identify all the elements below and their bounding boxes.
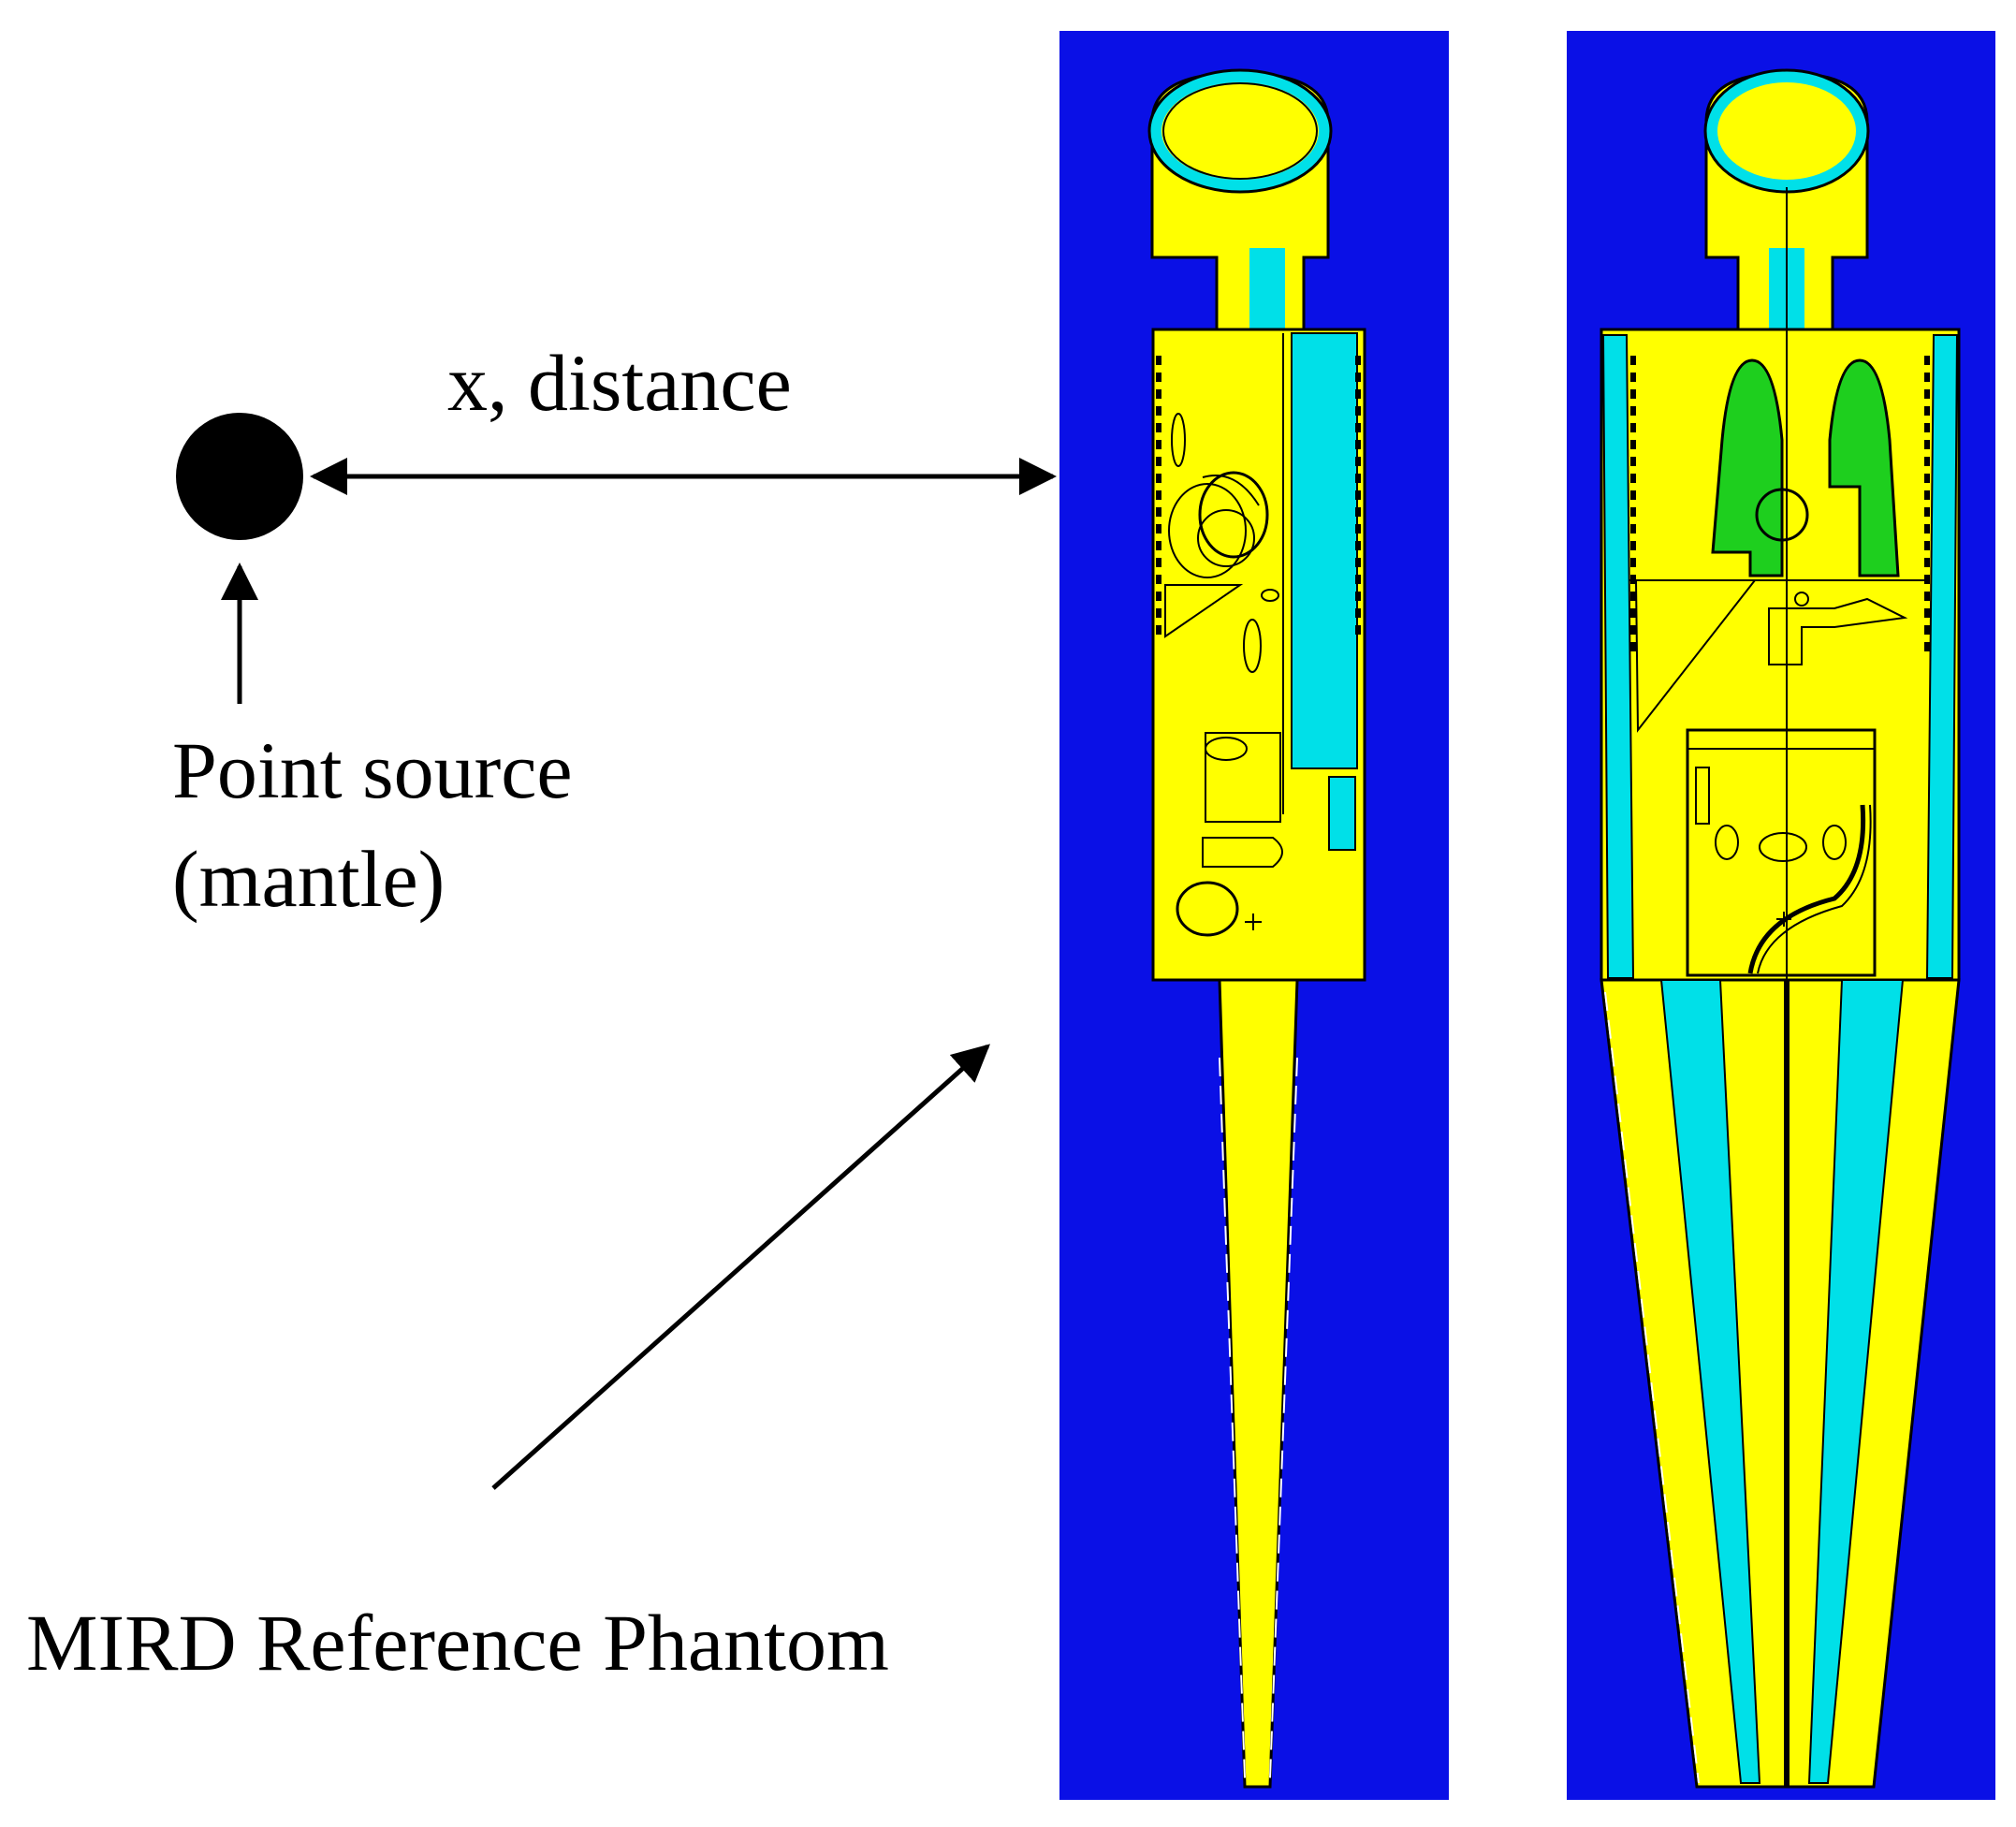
point-source-marker (176, 413, 303, 540)
phantom-front-view (1567, 31, 1995, 1800)
phantom-side-view (1059, 31, 1449, 1800)
front-right-leg-bone (1807, 979, 1905, 1784)
front-right-arm-bone (1925, 334, 1959, 979)
front-left-lung (1711, 358, 1784, 577)
front-skull (1706, 71, 1867, 191)
side-pelvis-bone (1328, 776, 1356, 851)
front-left-arm-bone (1601, 334, 1635, 979)
source-label-line1: Point source (172, 725, 573, 815)
side-skull (1150, 71, 1330, 191)
front-left-leg-bone (1659, 979, 1761, 1784)
source-label-line2: (mantle) (172, 834, 445, 924)
front-right-lung (1828, 358, 1900, 577)
side-spine (1291, 332, 1358, 769)
distance-label: x, distance (447, 338, 792, 428)
side-neck-spine (1249, 248, 1285, 329)
phantom-pointer-arrow (491, 1044, 990, 1490)
phantom-label: MIRD Reference Phantom (26, 1598, 889, 1688)
